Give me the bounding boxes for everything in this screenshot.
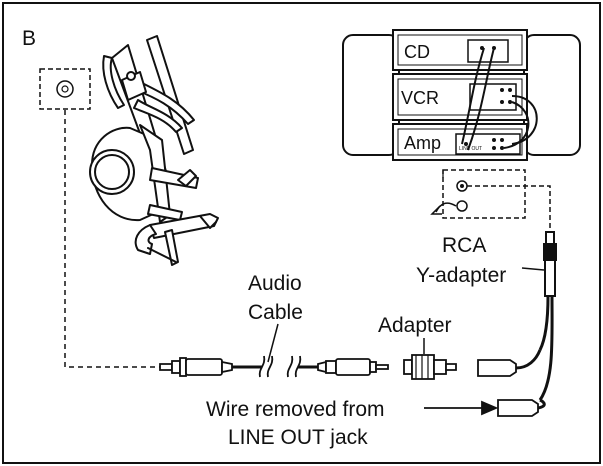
rca-label-line2: Y-adapter — [416, 264, 506, 287]
removed-wire-plug — [497, 398, 546, 417]
audio-jack-icon — [39, 68, 91, 110]
unit-label-vcr: VCR — [401, 88, 439, 108]
line-out-detail — [430, 169, 551, 232]
console-dashed-route — [64, 110, 160, 368]
audio-cable — [159, 355, 389, 378]
unit-label-amp: Amp — [404, 133, 441, 153]
panel-letter: B — [22, 27, 36, 50]
rca-y-adapter — [538, 231, 557, 401]
adapter-label: Adapter — [378, 314, 452, 337]
elliptical-trainer-icon — [89, 35, 219, 266]
wire-label-line2: LINE OUT jack — [228, 426, 368, 449]
wire-arrow — [424, 400, 499, 416]
stereo-system-icon — [342, 29, 581, 161]
rca-leader-line — [521, 267, 545, 271]
audio-leader-line — [267, 323, 279, 363]
adapter-connector — [403, 349, 542, 380]
unit-label-cd: CD — [404, 42, 430, 62]
audio-label-line2: Cable — [248, 301, 303, 324]
wire-label-line1: Wire removed from — [206, 398, 385, 421]
audio-label-line1: Audio — [248, 272, 302, 295]
line-out-label: LINE OUT — [459, 146, 482, 152]
rca-label-line1: RCA — [442, 234, 486, 257]
